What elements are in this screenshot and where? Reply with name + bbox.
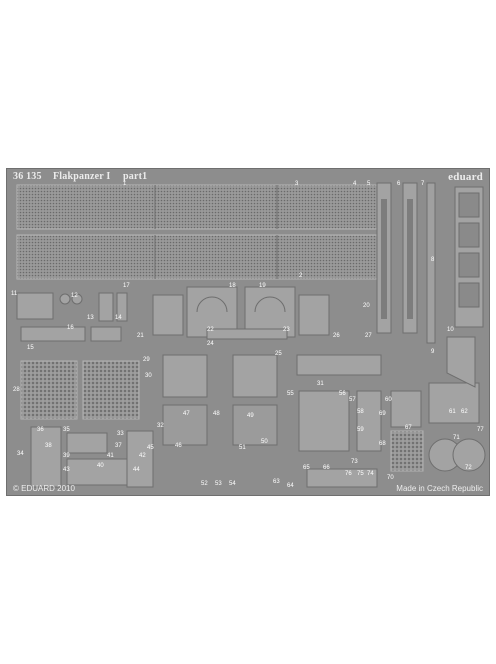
part-label: 39: [63, 453, 70, 459]
part-label: 38: [45, 443, 52, 449]
part-label: 50: [261, 439, 268, 445]
sheet-code: 36 135: [13, 171, 42, 182]
part-label: 72: [465, 465, 472, 471]
part-label: 40: [97, 463, 104, 469]
part-label: 54: [229, 481, 236, 487]
part-22-panel: [152, 294, 184, 336]
part-label: 44: [133, 467, 140, 473]
part-label: 76: [345, 471, 352, 477]
part-label: 35: [63, 427, 70, 433]
part-label: 66: [323, 465, 330, 471]
part-1-mesh-strip: [16, 184, 380, 230]
part-label: 52: [201, 481, 208, 487]
part-label: 51: [239, 445, 246, 451]
part-47-panel: [162, 354, 208, 398]
part-label: 19: [259, 283, 266, 289]
part-11-bracket: [16, 292, 54, 320]
part-label: 1: [123, 181, 127, 187]
part-label: 10: [447, 327, 454, 333]
part-label: 7: [421, 181, 425, 187]
part-label: 9: [431, 349, 435, 355]
part-label: 48: [213, 411, 220, 417]
part-label: 21: [137, 333, 144, 339]
part-label: 36: [37, 427, 44, 433]
part-label: 25: [275, 351, 282, 357]
part-28-grid-panel: [20, 360, 78, 420]
part-label: 63: [273, 479, 280, 485]
part-label: 5: [367, 181, 371, 187]
part-label: 56: [339, 391, 346, 397]
brand-name: eduard: [448, 171, 483, 183]
part-29-grid-panel: [82, 360, 140, 420]
part-48-panel: [232, 354, 278, 398]
part-label: 31: [317, 381, 324, 387]
part-label: 41: [107, 453, 114, 459]
part-label: 45: [147, 445, 154, 451]
part-label: 71: [453, 435, 460, 441]
part-label: 37: [115, 443, 122, 449]
part-label: 67: [405, 425, 412, 431]
part-label: 2: [299, 273, 303, 279]
part-label: 77: [477, 427, 484, 433]
part-label: 11: [11, 291, 18, 297]
part-label: 6: [397, 181, 401, 187]
part-label: 59: [357, 427, 364, 433]
part-label: 32: [157, 423, 164, 429]
part-label: 42: [139, 453, 146, 459]
part-label: 24: [207, 341, 214, 347]
part-label: 61: [449, 409, 456, 415]
part-label: 29: [143, 357, 150, 363]
part-label: 43: [63, 467, 70, 473]
part-label: 22: [207, 327, 214, 333]
part-label: 73: [351, 459, 358, 465]
part-label: 20: [363, 303, 370, 309]
part-label: 17: [123, 283, 130, 289]
part-label: 23: [283, 327, 290, 333]
sheet-part: part1: [123, 171, 148, 182]
part-label: 12: [71, 293, 78, 299]
part-label: 47: [183, 411, 190, 417]
part-label: 60: [385, 397, 392, 403]
part-23-panel: [298, 294, 330, 336]
origin-text: Made in Czech Republic: [396, 484, 483, 493]
sheet-title: Flakpanzer I: [53, 171, 111, 182]
part-label: 49: [247, 413, 254, 419]
part-label: 69: [379, 411, 386, 417]
part-67-grid: [390, 430, 424, 472]
part-label: 64: [287, 483, 294, 489]
part-label: 28: [13, 387, 20, 393]
part-label: 33: [117, 431, 124, 437]
part-label: 34: [17, 451, 24, 457]
part-label: 30: [145, 373, 152, 379]
part-label: 70: [387, 475, 394, 481]
part-label: 8: [431, 257, 435, 263]
part-label: 57: [349, 397, 356, 403]
part-label: 55: [287, 391, 294, 397]
part-label: 14: [115, 315, 122, 321]
part-label: 26: [333, 333, 340, 339]
fret-parts-drawing: [16, 182, 486, 488]
photo-etch-fret: 36 135 Flakpanzer I part1 eduard 1 2 3 4…: [6, 168, 490, 496]
copyright-text: © EDUARD 2010: [13, 484, 75, 493]
part-label: 74: [367, 471, 374, 477]
part-label: 75: [357, 471, 364, 477]
part-label: 4: [353, 181, 357, 187]
part-8-strip: [426, 182, 436, 344]
part-label: 3: [295, 181, 299, 187]
part-label: 58: [357, 409, 364, 415]
part-label: 16: [67, 325, 74, 331]
part-label: 27: [365, 333, 372, 339]
part-label: 53: [215, 481, 222, 487]
part-label: 46: [175, 443, 182, 449]
part-label: 18: [229, 283, 236, 289]
part-2-mesh-strip: [16, 234, 380, 280]
part-label: 13: [87, 315, 94, 321]
part-19-plate: [244, 286, 296, 338]
part-label: 62: [461, 409, 468, 415]
part-label: 68: [379, 441, 386, 447]
part-label: 15: [27, 345, 34, 351]
part-label: 65: [303, 465, 310, 471]
